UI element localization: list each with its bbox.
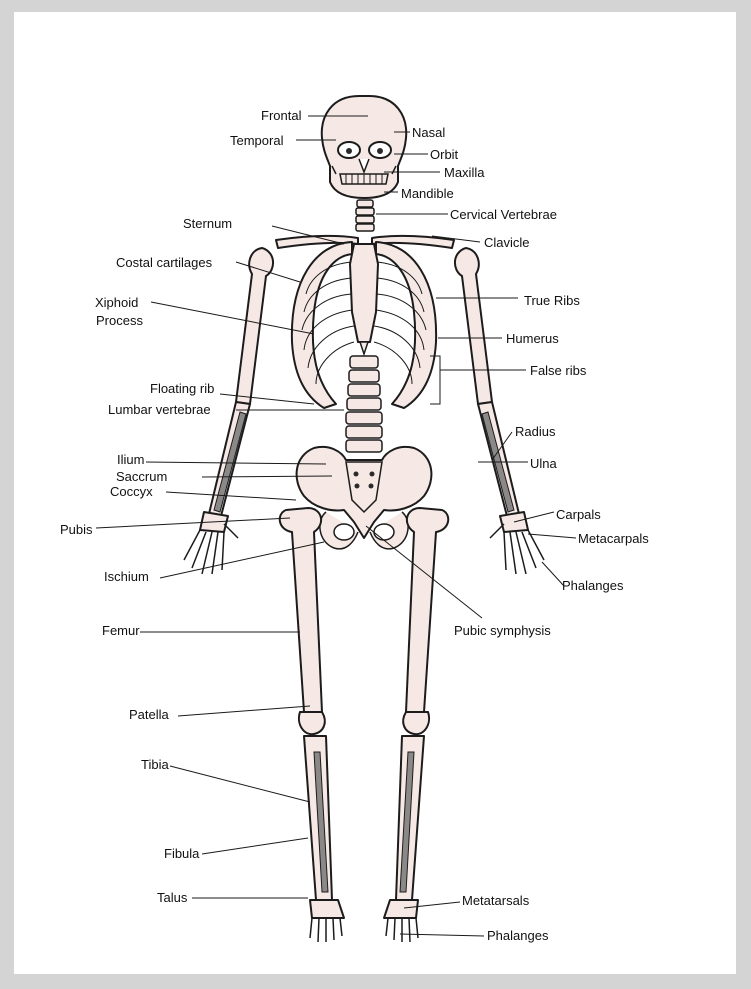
- clavicle-right-bone: [371, 234, 455, 249]
- label-ischium: Ischium: [104, 569, 149, 584]
- label-carpals: Carpals: [556, 507, 601, 522]
- left-arm: [183, 247, 274, 575]
- pelvis: [295, 446, 433, 550]
- label-maxilla: Maxilla: [444, 165, 485, 180]
- label-temporal: Temporal: [230, 133, 284, 148]
- lumbar-spine: [345, 355, 383, 453]
- label-metacarpals: Metacarpals: [578, 531, 649, 546]
- skull: [320, 95, 408, 199]
- skeleton-illustration: [183, 95, 545, 943]
- sternum-bone: [349, 243, 379, 343]
- label-femur: Femur: [102, 623, 140, 638]
- label-orbit: Orbit: [430, 147, 459, 162]
- right-arm: [454, 247, 545, 575]
- labels: Frontal Temporal Nasal Orbit Maxilla Man…: [60, 108, 649, 943]
- diagram-frame: Frontal Temporal Nasal Orbit Maxilla Man…: [14, 12, 736, 974]
- label-pubis: Pubis: [60, 522, 93, 537]
- label-radius: Radius: [515, 424, 556, 439]
- label-metatarsals: Metatarsals: [462, 893, 530, 908]
- label-sternum: Sternum: [183, 216, 232, 231]
- label-saccrum: Saccrum: [116, 469, 167, 484]
- label-costal-cartilages: Costal cartilages: [116, 255, 213, 270]
- right-leg: [383, 507, 450, 943]
- label-fibula: Fibula: [164, 846, 200, 861]
- rib-cage: [290, 241, 438, 409]
- clavicle-left-bone: [275, 234, 359, 249]
- skeleton-diagram: Frontal Temporal Nasal Orbit Maxilla Man…: [60, 95, 649, 943]
- label-phalanges-hand: Phalanges: [562, 578, 624, 593]
- label-false-ribs: False ribs: [530, 363, 587, 378]
- label-coccyx: Coccyx: [110, 484, 153, 499]
- label-pubic-symphysis: Pubic symphysis: [454, 623, 551, 638]
- label-humerus: Humerus: [506, 331, 559, 346]
- label-mandible: Mandible: [401, 186, 454, 201]
- leader-lines: [95, 115, 577, 937]
- label-process: Process: [96, 313, 143, 328]
- label-talus: Talus: [157, 890, 188, 905]
- label-xiphoid: Xiphoid: [95, 295, 138, 310]
- label-phalanges-foot: Phalanges: [487, 928, 549, 943]
- label-lumbar-vertebrae: Lumbar vertebrae: [108, 402, 211, 417]
- label-true-ribs: True Ribs: [524, 293, 580, 308]
- label-nasal: Nasal: [412, 125, 445, 140]
- label-ulna: Ulna: [530, 456, 558, 471]
- label-tibia: Tibia: [141, 757, 169, 772]
- cervical-spine: [355, 199, 375, 232]
- left-leg: [278, 507, 345, 943]
- label-ilium: Ilium: [117, 452, 144, 467]
- label-clavicle: Clavicle: [484, 235, 530, 250]
- label-frontal: Frontal: [261, 108, 302, 123]
- label-floating-rib: Floating rib: [150, 381, 214, 396]
- label-cervical-vertebrae: Cervical Vertebrae: [450, 207, 557, 222]
- label-patella: Patella: [129, 707, 170, 722]
